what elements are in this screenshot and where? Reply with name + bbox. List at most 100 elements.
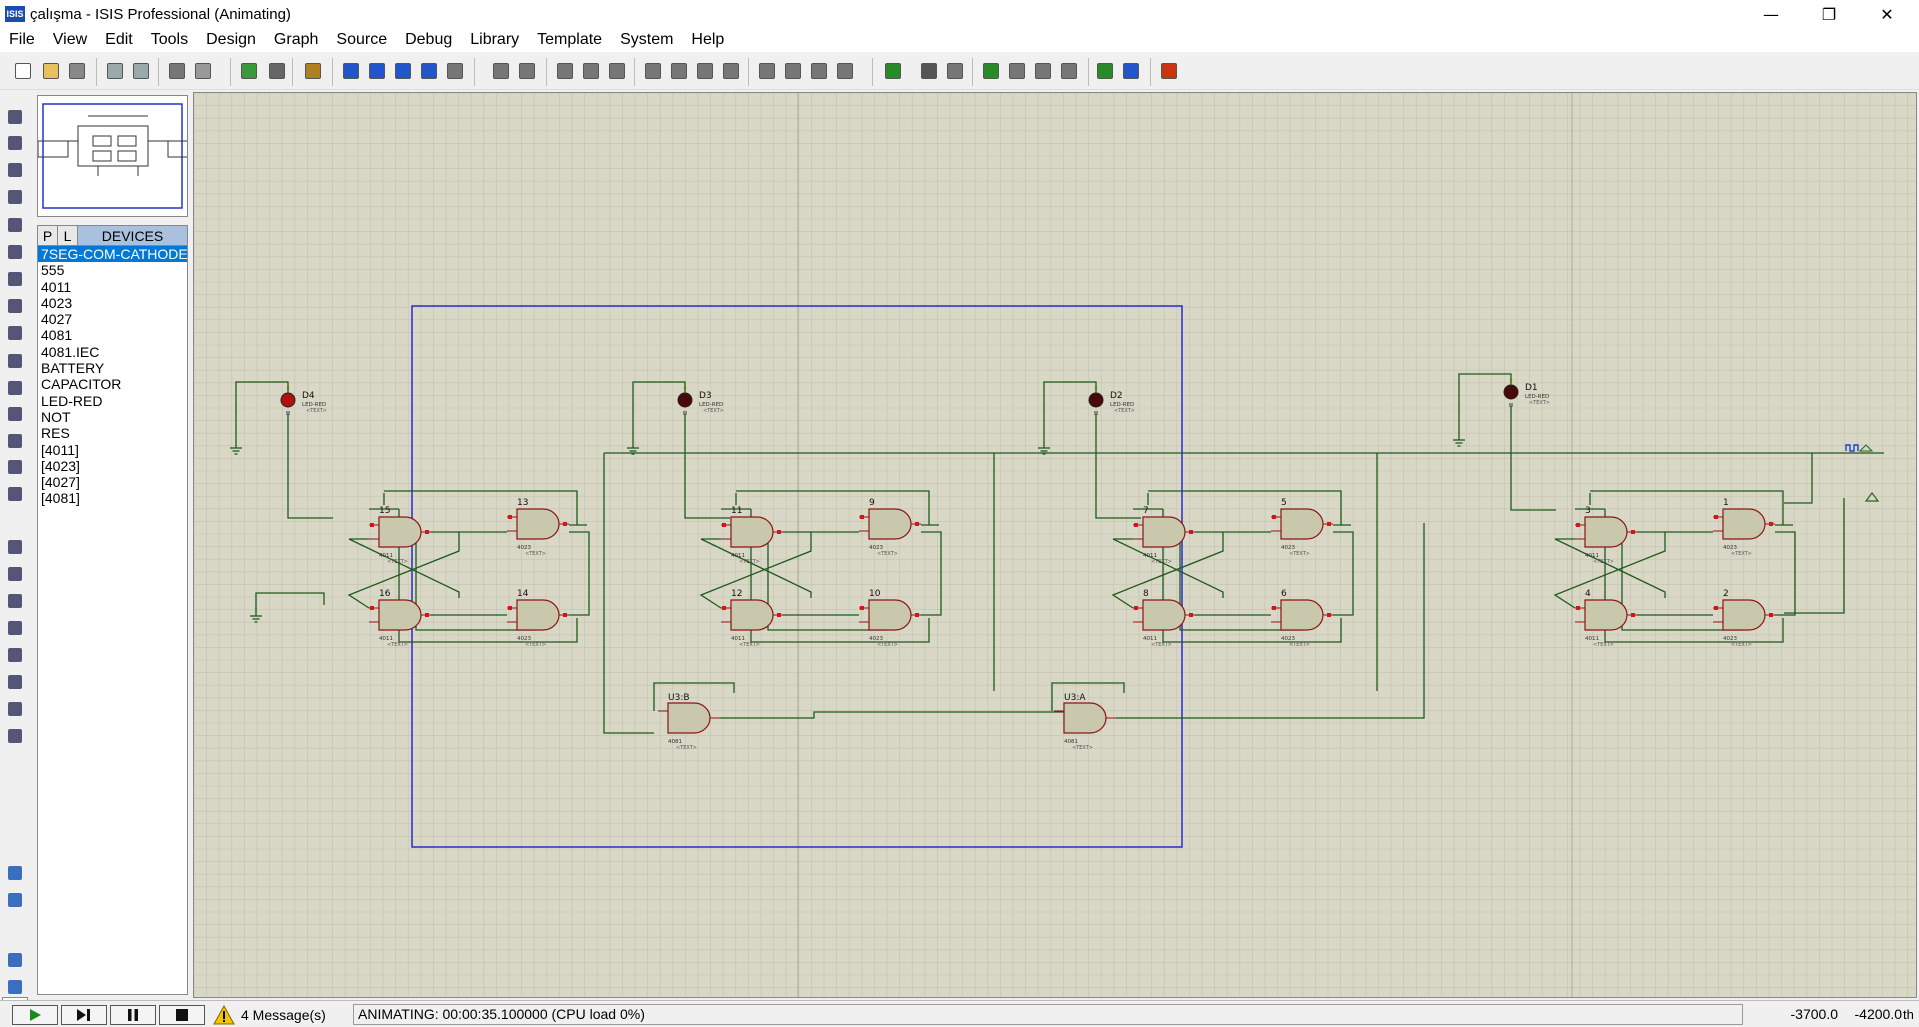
text-script-tool[interactable] xyxy=(3,214,27,236)
origin-button[interactable] xyxy=(302,60,324,82)
messages-indicator[interactable]: 4 Message(s) xyxy=(213,1003,333,1026)
clock-generator[interactable] xyxy=(1845,444,1874,452)
pick-device-button[interactable] xyxy=(756,60,778,82)
menu-view[interactable]: View xyxy=(52,31,88,48)
menu-file[interactable]: File xyxy=(9,31,35,48)
device-item[interactable]: 7SEG-COM-CATHODE xyxy=(38,246,188,263)
block-move-button[interactable] xyxy=(668,60,690,82)
redraw-button[interactable] xyxy=(238,60,260,82)
save-button[interactable] xyxy=(66,60,88,82)
generator-tool[interactable] xyxy=(3,403,27,425)
search-tag-button[interactable] xyxy=(918,60,940,82)
rotate-clockwise-tool[interactable] xyxy=(3,862,27,884)
menu-template[interactable]: Template xyxy=(537,31,603,48)
open-file-button[interactable] xyxy=(40,60,62,82)
flip-horizontal-tool[interactable] xyxy=(3,949,27,971)
menu-source[interactable]: Source xyxy=(336,31,388,48)
decompose-button[interactable] xyxy=(834,60,856,82)
cut-button[interactable] xyxy=(554,60,576,82)
menu-debug[interactable]: Debug xyxy=(405,31,453,48)
stop-button[interactable] xyxy=(159,1005,205,1025)
undo-button[interactable] xyxy=(490,60,512,82)
graph-tool[interactable] xyxy=(3,350,27,372)
device-item[interactable]: NOT xyxy=(41,408,71,425)
menu-tools[interactable]: Tools xyxy=(150,31,189,48)
goto-child-button[interactable] xyxy=(1058,60,1080,82)
device-item[interactable]: [4011] xyxy=(41,441,79,458)
tape-recorder-tool[interactable] xyxy=(3,377,27,399)
menu-graph[interactable]: Graph xyxy=(273,31,319,48)
zoom-area-button[interactable] xyxy=(444,60,466,82)
menu-help[interactable]: Help xyxy=(691,31,725,48)
step-button[interactable] xyxy=(61,1005,107,1025)
pick-devices-button[interactable]: P xyxy=(38,226,58,246)
device-item[interactable]: RES xyxy=(41,425,70,442)
device-item[interactable]: LED-RED xyxy=(41,392,103,409)
menu-design[interactable]: Design xyxy=(206,31,256,48)
minimize-button[interactable]: — xyxy=(1763,4,1779,24)
device-item[interactable]: 4081.IEC xyxy=(41,343,100,360)
buses-tool[interactable] xyxy=(3,241,27,263)
device-item[interactable]: 4081 xyxy=(41,327,73,344)
terminals-tool[interactable] xyxy=(3,295,27,317)
block-delete-button[interactable] xyxy=(720,60,742,82)
block-rotate-button[interactable] xyxy=(694,60,716,82)
copy-button[interactable] xyxy=(580,60,602,82)
power-terminal[interactable] xyxy=(1864,492,1880,502)
device-item[interactable]: 555 xyxy=(41,262,65,279)
design-explorer-button[interactable] xyxy=(980,60,1002,82)
new-sheet-button[interactable] xyxy=(1006,60,1028,82)
play-button[interactable] xyxy=(12,1005,58,1025)
device-item[interactable]: [4027] xyxy=(41,474,80,491)
menu-edit[interactable]: Edit xyxy=(105,31,133,48)
block-copy-button[interactable] xyxy=(642,60,664,82)
overview-window[interactable] xyxy=(37,95,189,217)
device-item[interactable]: 4011 xyxy=(41,278,72,295)
marker-tool[interactable] xyxy=(3,725,27,747)
zoom-out-button[interactable] xyxy=(392,60,414,82)
make-device-button[interactable] xyxy=(782,60,804,82)
print-area-button[interactable] xyxy=(192,60,214,82)
text-tool[interactable] xyxy=(3,671,27,693)
device-item[interactable]: BATTERY xyxy=(41,360,105,377)
component-mode-tool[interactable] xyxy=(3,132,27,154)
current-probe-tool[interactable] xyxy=(3,456,27,478)
restore-button[interactable]: ❐ xyxy=(1821,4,1837,24)
selection-mode-tool[interactable] xyxy=(3,106,27,128)
remove-sheet-button[interactable] xyxy=(1032,60,1054,82)
netlist-to-ares-button[interactable] xyxy=(1158,60,1180,82)
closed-path-tool[interactable] xyxy=(3,644,27,666)
export-section-button[interactable] xyxy=(130,60,152,82)
device-item[interactable]: CAPACITOR xyxy=(41,376,122,393)
device-item[interactable]: 4023 xyxy=(41,294,73,311)
flip-vertical-tool[interactable] xyxy=(3,976,27,998)
device-pins-tool[interactable] xyxy=(3,322,27,344)
line-tool[interactable] xyxy=(3,536,27,558)
device-item[interactable]: 4027 xyxy=(41,311,73,328)
property-tool-button[interactable] xyxy=(944,60,966,82)
packaging-tool-button[interactable] xyxy=(808,60,830,82)
zoom-in-button[interactable] xyxy=(366,60,388,82)
circle-tool[interactable] xyxy=(3,590,27,612)
new-file-button[interactable] xyxy=(12,60,34,82)
rotate-anticlockwise-tool[interactable] xyxy=(3,889,27,911)
paste-button[interactable] xyxy=(606,60,628,82)
